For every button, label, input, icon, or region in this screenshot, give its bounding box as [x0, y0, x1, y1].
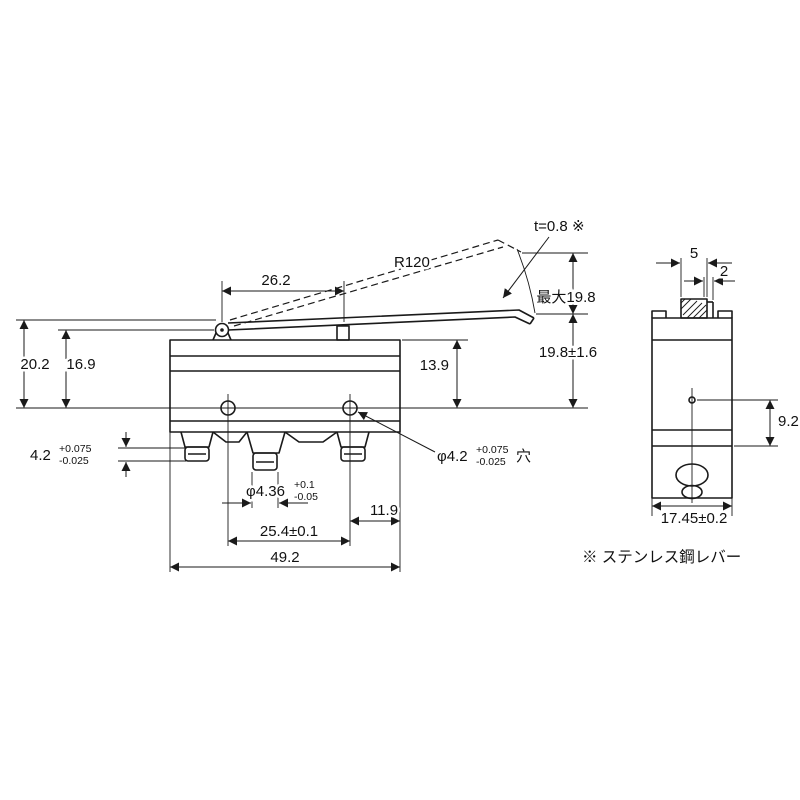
slot-width-label: 4.2 [30, 447, 51, 464]
plunger-pin [336, 325, 350, 341]
front-view [169, 239, 536, 471]
leader-lines [121, 236, 735, 508]
side-terminal-screw [675, 396, 709, 500]
lever-bracket-section [680, 298, 714, 319]
body-width-label: 49.2 [270, 549, 299, 566]
free-position-label: 19.8±1.6 [539, 344, 597, 361]
mounting-holes [220, 400, 358, 416]
bracket-width-label: 5 [690, 245, 698, 262]
slot-width-tol-plus: +0.075 [59, 443, 92, 455]
boss-dia-label: φ4.36 [246, 483, 285, 500]
dim-16-9-label: 16.9 [66, 356, 95, 373]
hatching [680, 298, 708, 319]
lever-max-position-dashed [229, 239, 522, 327]
body-depth-label: 17.45±0.2 [661, 510, 728, 527]
dim-9-2-label: 9.2 [778, 413, 799, 430]
terminal-screw-left [184, 446, 210, 462]
terminal-screw-right [340, 446, 366, 462]
slot-width-tol-minus: -0.025 [59, 455, 89, 467]
lever-thickness-leader [502, 236, 550, 299]
hole-pitch-label: 25.4±0.1 [260, 523, 318, 540]
dim-13-9-label: 13.9 [420, 357, 449, 374]
hinge-lever [227, 309, 535, 341]
terminal-screw-middle [252, 452, 278, 471]
dimension-labels: 26.2 R120 t=0.8 ※ 最大19.8 19.8±1.6 13.9 2… [18, 216, 800, 569]
hole-dia-label: φ4.2 [437, 448, 468, 465]
lever-pivot [212, 322, 232, 341]
hole-dia-leader [357, 411, 436, 453]
hole-dia-tol-minus: -0.025 [476, 456, 506, 468]
dim-26-2-label: 26.2 [261, 272, 290, 289]
center-lines [16, 388, 693, 546]
terminals [180, 431, 370, 471]
boss-dia-tol-minus: -0.05 [294, 491, 318, 503]
dim-11-9-label: 11.9 [370, 502, 398, 519]
footnote-stainless-lever: ※ ステンレス鋼レバー [582, 548, 741, 566]
hole-dia-suffix: 穴 [516, 448, 531, 465]
boss-dia-tol-plus: +0.1 [294, 479, 315, 491]
hole-dia-tol-plus: +0.075 [476, 444, 509, 456]
lever-thickness-label: t=0.8 ※ [534, 218, 585, 235]
lever-radius-label: R120 [394, 254, 430, 271]
lever-sweep-arc [516, 248, 536, 314]
lever-offset-label: 2 [720, 263, 728, 280]
dimension-lines [19, 253, 775, 572]
dim-20-2-label: 20.2 [20, 356, 49, 373]
side-view [651, 298, 733, 500]
switch-body-outline [169, 339, 401, 433]
max-height-label: 最大19.8 [536, 289, 595, 306]
